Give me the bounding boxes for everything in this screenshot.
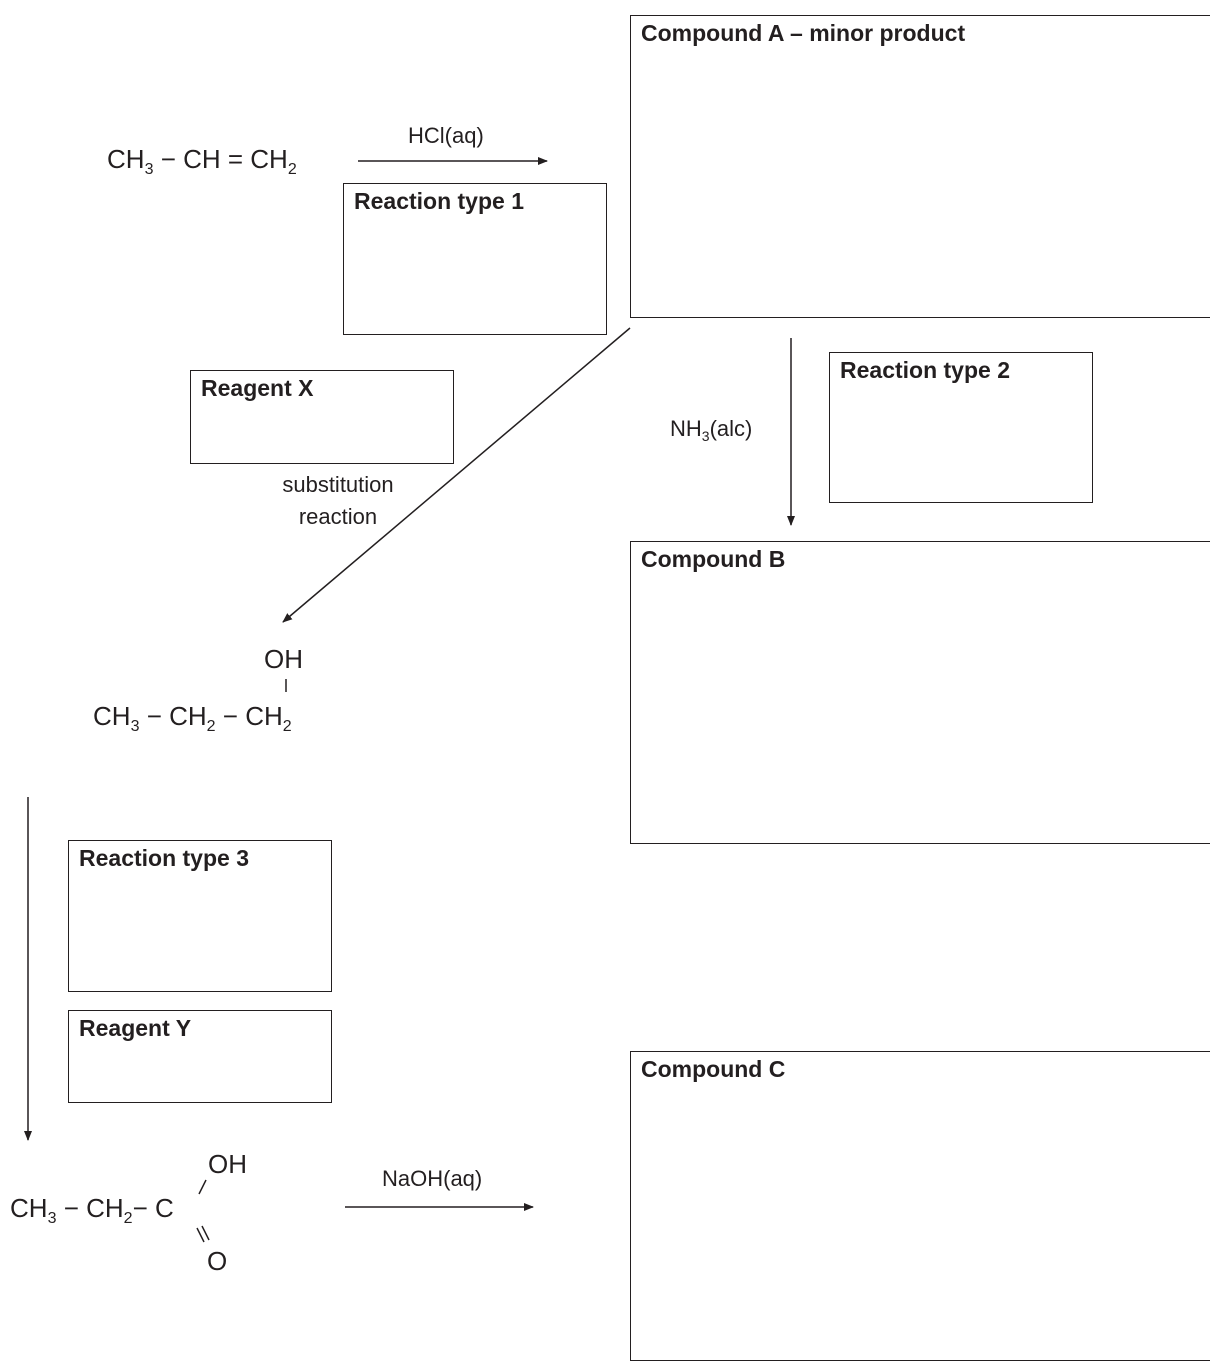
compound-c-title: Compound C — [641, 1056, 786, 1082]
reagent-y-box[interactable]: Reagent Y — [68, 1010, 332, 1103]
propanol-oh: OH — [264, 644, 303, 674]
compound-a-title: Compound A – minor product — [641, 20, 966, 46]
reaction-type-1-box[interactable]: Reaction type 1 — [343, 183, 607, 335]
compound-c-box[interactable]: Compound C — [630, 1051, 1210, 1361]
acid-oh-bond — [198, 1179, 207, 1195]
propene-formula: CH3 − CH = CH2 — [107, 144, 297, 178]
propanol-formula: CH3 − CH2 − CH2 — [93, 701, 292, 735]
substitution-line-2: reaction — [298, 504, 378, 529]
reaction-type-2-box[interactable]: Reaction type 2 — [829, 352, 1093, 503]
nh3-label: NH3(alc) — [670, 416, 753, 444]
reaction-type-3-box[interactable]: Reaction type 3 — [68, 840, 332, 992]
reaction-type-2-title: Reaction type 2 — [840, 357, 1010, 383]
reagent-x-title: Reagent X — [201, 375, 314, 401]
naoh-label: NaOH(aq) — [382, 1166, 483, 1191]
hcl-label: HCl(aq) — [408, 123, 484, 148]
compound-b-title: Compound B — [641, 546, 786, 572]
acid-o: O — [207, 1246, 228, 1276]
acid-formula: CH3 − CH2− C — [10, 1193, 174, 1227]
acid-co-bond-1 — [196, 1227, 205, 1243]
reagent-y-title: Reagent Y — [79, 1015, 192, 1041]
reagent-x-box[interactable]: Reagent X — [190, 370, 454, 464]
compound-b-box[interactable]: Compound B — [630, 541, 1210, 844]
reaction-type-3-title: Reaction type 3 — [79, 845, 249, 871]
substitution-arrow — [282, 327, 631, 623]
acid-oh: OH — [208, 1149, 247, 1179]
reaction-type-1-title: Reaction type 1 — [354, 188, 524, 214]
substitution-line-1: substitution — [282, 472, 394, 497]
substitution-label: substitution reaction — [268, 469, 408, 533]
acid-co-bond-2 — [201, 1225, 210, 1241]
compound-a-box[interactable]: Compound A – minor product — [630, 15, 1210, 318]
